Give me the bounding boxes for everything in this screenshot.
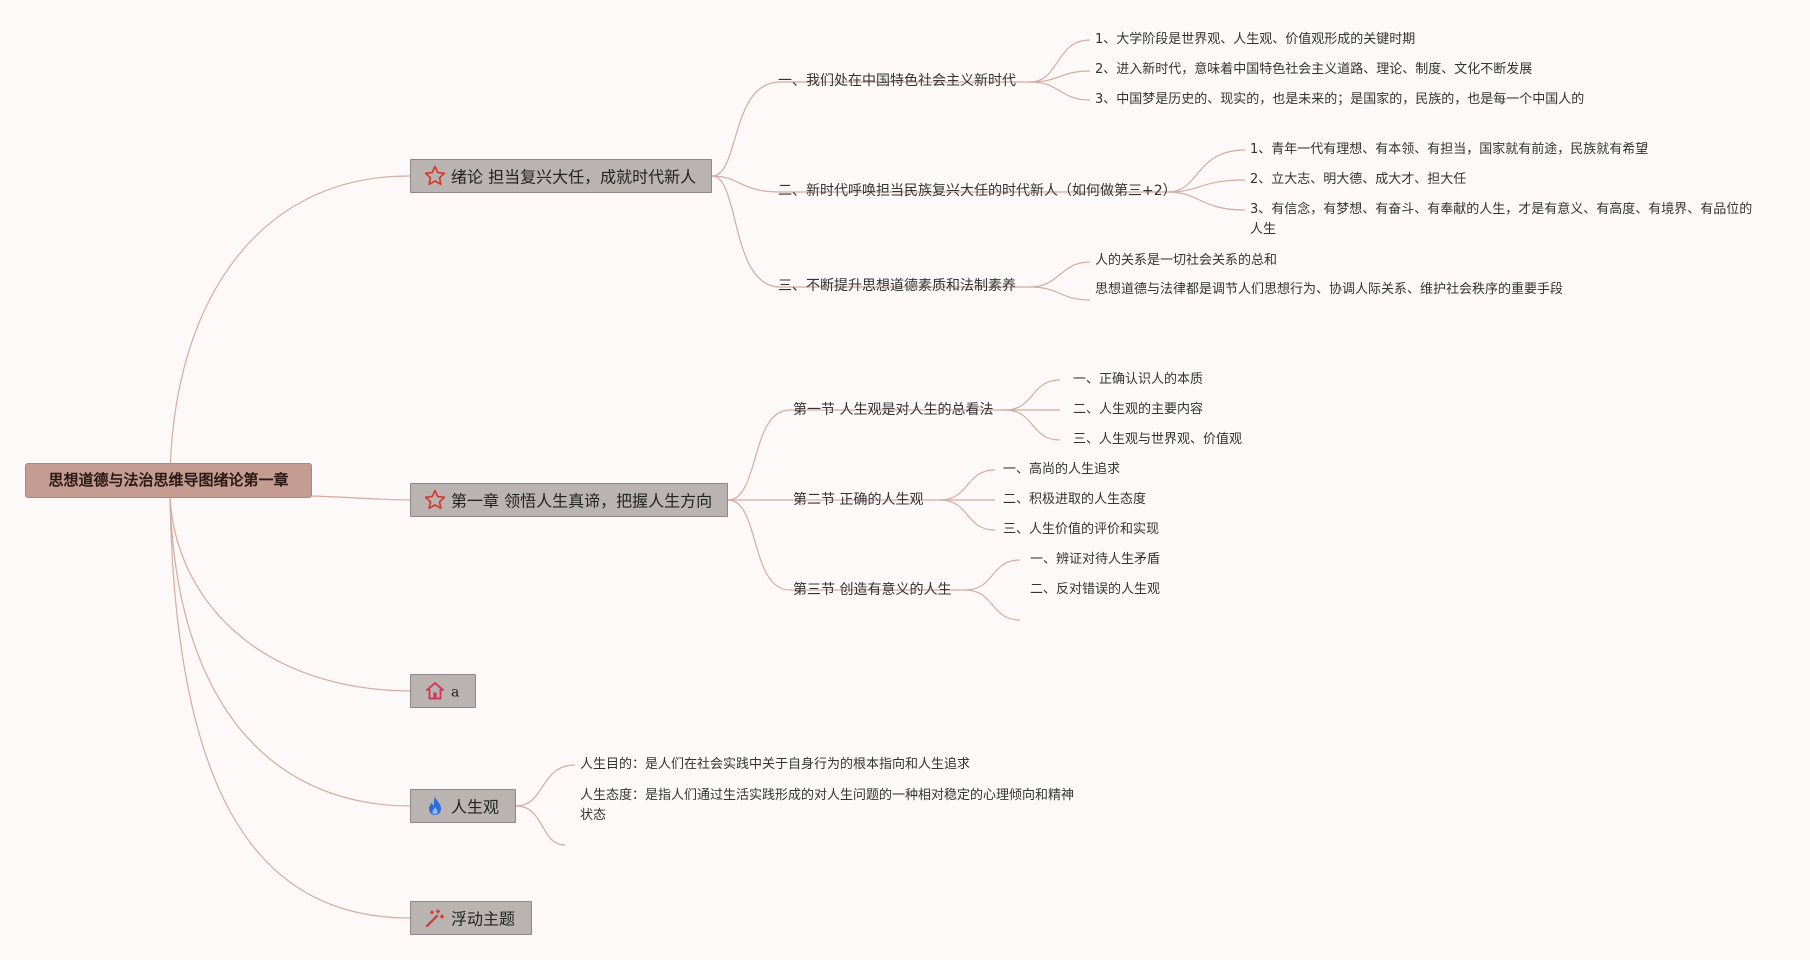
leaf-item[interactable]: 人生态度：是指人们通过生活实践形成的对人生问题的一种相对稳定的心理倾向和精神状态: [580, 788, 1075, 823]
topic-label: 浮动主题: [451, 909, 516, 929]
home-icon: [423, 679, 447, 703]
subtopic[interactable]: 第三节 创造有意义的人生: [793, 582, 952, 598]
star-icon: [423, 488, 447, 512]
subtopic[interactable]: 第一节 人生观是对人生的总看法: [793, 402, 994, 418]
leaf-item[interactable]: 2、进入新时代，意味着中国特色社会主义道路、理论、制度、文化不断发展: [1095, 62, 1533, 77]
leaf-item[interactable]: 二、积极进取的人生态度: [1003, 492, 1147, 507]
topic-label: a: [451, 684, 460, 701]
topic-floating[interactable]: 浮动主题: [410, 901, 532, 935]
leaf-item[interactable]: 3、中国梦是历史的、现实的，也是未来的；是国家的，民族的，也是每一个中国人的: [1095, 92, 1585, 107]
leaf-item[interactable]: 3、有信念，有梦想、有奋斗、有奉献的人生，才是有意义、有高度、有境界、有品位的人…: [1250, 202, 1753, 237]
topic-label: 人生观: [451, 797, 500, 817]
magic-wand-icon: [423, 906, 447, 930]
leaf-item[interactable]: 二、反对错误的人生观: [1030, 582, 1161, 597]
leaf-item[interactable]: 人的关系是一切社会关系的总和: [1095, 253, 1278, 268]
leaf-item[interactable]: 一、正确认识人的本质: [1073, 372, 1204, 387]
topic-introduction[interactable]: 绪论 担当复兴大任，成就时代新人: [410, 159, 712, 193]
root-topic[interactable]: 思想道德与法治思维导图绪论第一章: [25, 463, 312, 498]
topic-label: 绪论 担当复兴大任，成就时代新人: [451, 167, 697, 187]
subtopic[interactable]: 三、不断提升思想道德素质和法制素养: [778, 278, 1016, 294]
subtopic[interactable]: 第二节 正确的人生观: [793, 492, 924, 508]
leaf-item[interactable]: 2、立大志、明大德、成大才、担大任: [1250, 172, 1467, 187]
topic-label: 第一章 领悟人生真谛，把握人生方向: [451, 491, 713, 511]
leaf-item[interactable]: 思想道德与法律都是调节人们思想行为、协调人际关系、维护社会秩序的重要手段: [1095, 282, 1564, 297]
leaf-item[interactable]: 1、大学阶段是世界观、人生观、价值观形成的关键时期: [1095, 32, 1416, 47]
topic-a[interactable]: a: [410, 674, 476, 708]
leaf-item[interactable]: 三、人生观与世界观、价值观: [1073, 432, 1243, 447]
leaf-item[interactable]: 人生目的：是人们在社会实践中关于自身行为的根本指向和人生追求: [580, 757, 971, 772]
flame-icon: [423, 794, 447, 818]
leaf-item[interactable]: 一、辨证对待人生矛盾: [1030, 552, 1161, 567]
leaf-item[interactable]: 二、人生观的主要内容: [1073, 402, 1204, 417]
topic-chapter-one[interactable]: 第一章 领悟人生真谛，把握人生方向: [410, 483, 728, 517]
topic-life-outlook[interactable]: 人生观: [410, 789, 516, 823]
leaf-item[interactable]: 1、青年一代有理想、有本领、有担当，国家就有前途，民族就有希望: [1250, 142, 1649, 157]
subtopic[interactable]: 一、我们处在中国特色社会主义新时代: [778, 73, 1016, 89]
leaf-item[interactable]: 一、高尚的人生追求: [1003, 462, 1121, 477]
leaf-item[interactable]: 三、人生价值的评价和实现: [1003, 522, 1160, 537]
subtopic[interactable]: 二、新时代呼唤担当民族复兴大任的时代新人（如何做第三+2）: [778, 183, 1177, 199]
star-icon: [423, 164, 447, 188]
